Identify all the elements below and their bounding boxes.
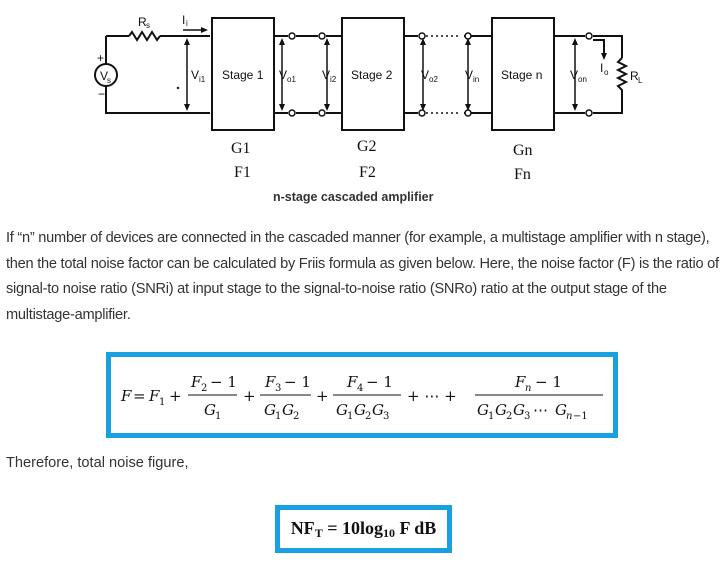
svg-text:+: +	[169, 387, 182, 405]
voltage-label: V	[322, 68, 330, 82]
svg-text:G: G	[477, 401, 489, 419]
svg-text:F: F	[148, 387, 160, 405]
svg-text:n: n	[566, 411, 572, 422]
svg-text:G: G	[336, 401, 348, 419]
svg-text:1: 1	[215, 411, 221, 422]
svg-text:+: +	[243, 387, 256, 405]
svg-text:L: L	[638, 76, 643, 85]
svg-text:in: in	[473, 75, 479, 84]
svg-text:F: F	[190, 373, 202, 391]
svg-text:G: G	[372, 401, 384, 419]
svg-text:G: G	[282, 401, 294, 419]
stage-noise-factor: F1	[234, 164, 251, 181]
stage-gain: G1	[231, 140, 251, 157]
svg-text:− 1: − 1	[535, 373, 562, 391]
cascaded-amplifier-diagram: + − V s R s I i Stage 1 Stage 2 Stage n …	[94, 13, 643, 204]
svg-text:2: 2	[201, 383, 207, 394]
svg-text:G: G	[354, 401, 366, 419]
svg-text:−1: −1	[573, 411, 588, 422]
diagram-caption: n-stage cascaded amplifier	[273, 190, 434, 204]
svg-text:1: 1	[275, 411, 281, 422]
svg-text:F: F	[514, 373, 526, 391]
stage-noise-factor: F2	[359, 164, 376, 181]
svg-text:− 1: − 1	[284, 373, 311, 391]
noise-figure-formula: NFT = 10log10 F dB	[290, 517, 437, 540]
svg-text:F: F	[120, 387, 132, 405]
svg-text:+ ⋯ +: + ⋯ +	[407, 387, 457, 405]
svg-text:o2: o2	[429, 75, 438, 84]
svg-text:i: i	[186, 19, 188, 28]
svg-text:=: =	[133, 387, 146, 405]
svg-text:1: 1	[347, 411, 353, 422]
voltage-label: V	[570, 68, 578, 82]
svg-text:n: n	[525, 383, 531, 394]
voltage-arrow	[465, 38, 471, 111]
voltage-arrow	[572, 38, 578, 111]
source-minus: −	[98, 87, 105, 101]
explanation-paragraph: If “n” number of devices are connected i…	[6, 230, 719, 323]
svg-text:G: G	[555, 401, 567, 419]
svg-text:2: 2	[506, 411, 512, 422]
svg-text:G: G	[513, 401, 525, 419]
noise-figure-formula-box: NFT = 10log10 F dB	[275, 505, 452, 553]
svg-text:on: on	[578, 75, 587, 84]
svg-text:1: 1	[159, 397, 165, 408]
svg-text:2: 2	[365, 411, 371, 422]
source-label: V	[100, 69, 108, 83]
svg-text:− 1: − 1	[210, 373, 237, 391]
svg-text:G: G	[495, 401, 507, 419]
svg-text:G: G	[204, 401, 216, 419]
svg-text:+: +	[316, 387, 329, 405]
voltage-arrow	[279, 38, 285, 111]
svg-text:3: 3	[275, 383, 281, 394]
voltage-arrow	[420, 38, 426, 111]
stage-gain: G2	[357, 138, 377, 155]
svg-text:4: 4	[357, 383, 363, 394]
svg-text:G: G	[264, 401, 276, 419]
svg-text:2: 2	[293, 411, 299, 422]
svg-text:F: F	[346, 373, 358, 391]
stage-label: Stage 2	[351, 68, 393, 82]
voltage-label: V	[279, 68, 287, 82]
stage-noise-factor: Fn	[514, 166, 531, 183]
source-plus: +	[97, 51, 104, 65]
svg-text:3: 3	[383, 411, 389, 422]
svg-text:− 1: − 1	[366, 373, 393, 391]
svg-text:1: 1	[488, 411, 494, 422]
svg-text:s: s	[107, 76, 111, 85]
stage-label: Stage n	[501, 68, 542, 82]
input-current-label: I	[182, 13, 185, 27]
svg-text:o1: o1	[287, 75, 296, 84]
voltage-label: V	[191, 68, 199, 82]
svg-text:i1: i1	[199, 75, 206, 84]
voltage-label: V	[465, 68, 473, 82]
voltage-label: V	[421, 68, 429, 82]
load-resistor-label: R	[630, 69, 639, 83]
voltage-arrow	[324, 38, 330, 111]
stage-gain: Gn	[513, 142, 533, 159]
therefore-text: Therefore, total noise figure,	[6, 455, 189, 471]
svg-text:i2: i2	[330, 75, 337, 84]
stage-label: Stage 1	[222, 68, 264, 82]
svg-text:o: o	[604, 68, 609, 77]
svg-text:⋯: ⋯	[533, 401, 548, 419]
svg-text:3: 3	[524, 411, 530, 422]
svg-text:F: F	[264, 373, 276, 391]
source-resistor-label: R	[138, 15, 147, 29]
output-current-label: I	[600, 61, 603, 75]
svg-text:s: s	[146, 21, 150, 30]
voltage-arrow	[184, 38, 190, 111]
